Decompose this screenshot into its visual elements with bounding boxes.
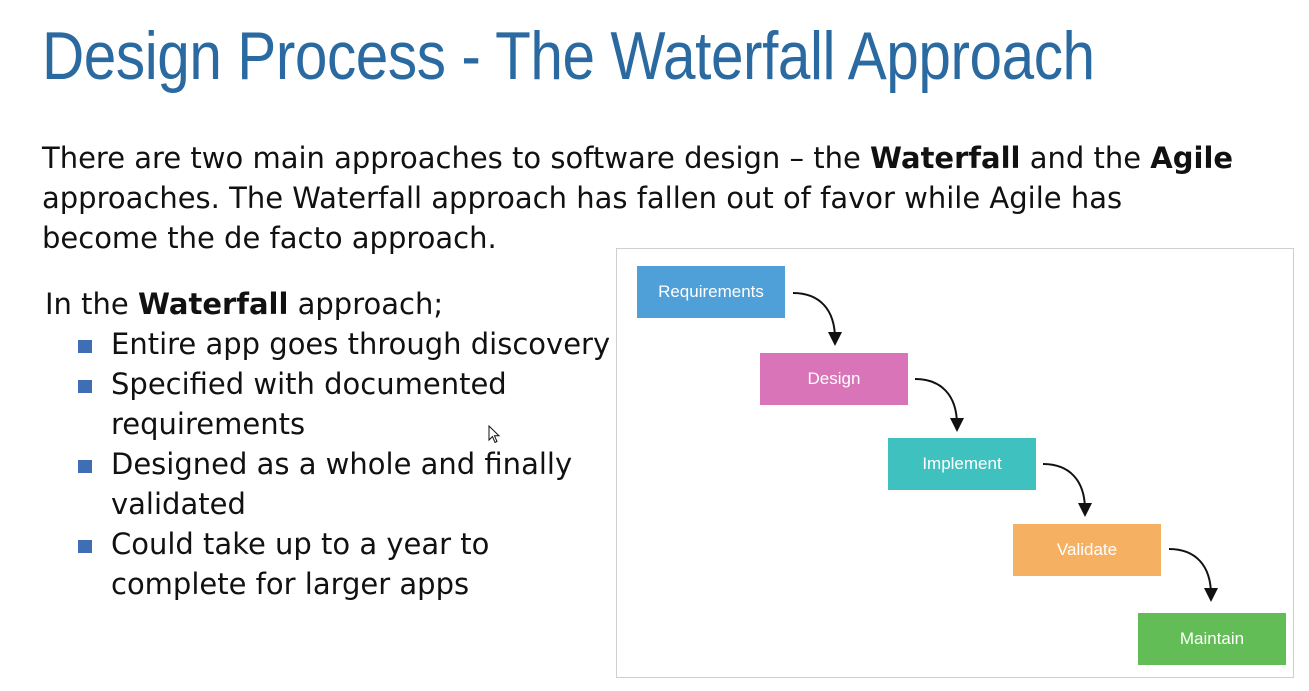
stage-maintain: Maintain [1138,613,1286,665]
square-bullet-icon [78,460,92,473]
bullet-text: Specified with documented requirements [111,367,507,441]
bullet-item: Could take up to a year to complete for … [76,524,616,604]
bullet-text: Could take up to a year to complete for … [111,527,490,601]
stage-implement: Implement [888,438,1036,490]
intro-text-2: and the [1020,141,1151,175]
waterfall-bullet-list: Entire app goes through discovery Specif… [76,324,616,604]
waterfall-lead: In the Waterfall approach; [45,284,443,324]
stage-label: Implement [922,454,1002,473]
waterfall-arrows [792,292,1218,602]
bullet-text: Entire app goes through discovery [111,327,611,361]
arrow-implement-to-validate [1042,463,1092,517]
intro-text-1: There are two main approaches to softwar… [42,141,871,175]
stage-label: Maintain [1179,629,1245,648]
waterfall-diagram: Requirements Design Implement Validate M… [616,248,1294,678]
arrow-design-to-implement [914,378,964,432]
square-bullet-icon [78,380,92,393]
bullet-text: Designed as a whole and finally validate… [111,447,573,521]
lead-text-1: In the [45,287,138,321]
intro-bold-waterfall: Waterfall [870,141,1021,175]
intro-bold-agile: Agile [1150,141,1234,175]
stage-label: Requirements [658,282,764,301]
arrow-validate-to-maintain [1168,548,1218,602]
intro-text-3: approaches. The Waterfall approach has f… [42,181,1123,255]
square-bullet-icon [78,540,92,553]
stage-label: Design [807,369,861,388]
stage-validate: Validate [1013,524,1161,576]
slide-title: Design Process - The Waterfall Approach [42,18,1095,94]
square-bullet-icon [78,340,92,353]
stage-design: Design [760,353,908,405]
lead-text-2: approach; [288,287,444,321]
arrow-requirements-to-design [792,292,842,346]
stage-label: Validate [1056,540,1118,559]
bullet-item: Designed as a whole and finally validate… [76,444,616,524]
stage-requirements: Requirements [637,266,785,318]
lead-bold-waterfall: Waterfall [137,287,289,321]
intro-paragraph: There are two main approaches to softwar… [42,138,1242,258]
bullet-item: Entire app goes through discovery [76,324,616,364]
bullet-item: Specified with documented requirements [76,364,616,444]
